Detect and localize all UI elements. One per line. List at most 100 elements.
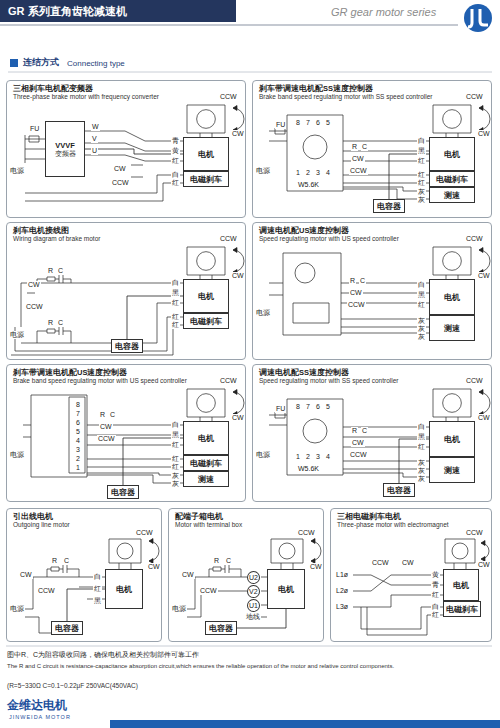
wire-label: 黑: [417, 147, 426, 155]
motor-box: 电机: [183, 421, 229, 455]
wire-label: R: [51, 557, 58, 565]
motor-box: 电机: [183, 279, 229, 313]
wire-label: C: [359, 277, 366, 285]
page-label: 连结方式: [22, 57, 60, 68]
brake-box: 电磁刹车: [429, 171, 475, 187]
panel-box: 刹车带调速电机配US速度控制器Brake band speed regulati…: [6, 364, 246, 502]
tacho-box: 测速: [429, 457, 475, 483]
wire-label: 8: [295, 403, 301, 411]
wire-label: C: [57, 267, 64, 275]
wire-label: CCW: [349, 451, 368, 459]
gearbox: [271, 539, 303, 569]
node-text: 电机: [444, 293, 460, 302]
gearbox: [187, 105, 225, 139]
wire-label: CW: [231, 414, 245, 422]
wire-label: CW: [113, 165, 127, 173]
node-text: 电容器: [387, 486, 411, 495]
tacho-box: 测速: [183, 471, 229, 487]
panel-title: 三相刹车电机配变频器: [13, 84, 239, 93]
wire-label: CW: [231, 130, 245, 138]
wire-label: CW: [477, 561, 491, 569]
wire-label: 红: [171, 441, 180, 449]
wire-label: 4: [75, 437, 81, 445]
wire-label: C: [361, 143, 368, 151]
rotation-arrow: [479, 108, 490, 130]
wire-label: 白: [171, 421, 180, 429]
wire-label: 白: [93, 573, 102, 581]
panel-title: 刹车电机接线图: [13, 226, 239, 235]
logo-circle: [464, 4, 492, 32]
node-text: 电机: [444, 435, 460, 444]
inverter-box: VVVF变频器: [45, 121, 85, 177]
panel-subtitle: Brake band speed regulating motor with U…: [13, 377, 209, 385]
wire-label: CW: [309, 563, 323, 571]
wiring: [11, 275, 183, 355]
panel-title: 调速电机配US速度控制器: [259, 226, 485, 235]
panel-box: 调速电机配US速度控制器Speed regulating motor with …: [252, 222, 492, 360]
node-text: 电机: [278, 585, 294, 594]
wire-label: C: [225, 557, 232, 565]
capacitor-box: 电容器: [111, 339, 143, 353]
wire-label: 7: [305, 119, 311, 127]
panel-box: 刹车带调速电机配SS速度控制器Brake band speed regulati…: [252, 80, 492, 218]
wire-label: CW: [231, 272, 245, 280]
node-text: 电磁刹车: [190, 175, 222, 184]
page-label: 金维达电机: [6, 698, 68, 712]
capacitor-box: 电容器: [383, 483, 415, 497]
rotation-arrow: [479, 250, 490, 272]
node-text: 电容器: [115, 342, 139, 351]
wire-label: CCW: [25, 303, 44, 311]
wire-label: CCW: [465, 93, 484, 101]
wire-label: 灰: [417, 325, 426, 333]
wire-label: 5: [325, 119, 331, 127]
panel-title: 调速电机配SS速度控制器: [259, 368, 485, 377]
arrow-head: [149, 539, 153, 564]
wire-label: R: [47, 319, 54, 327]
wire-label: CCW: [347, 301, 366, 309]
wire-label: 8: [75, 401, 81, 409]
node-text: 电机: [198, 292, 214, 301]
wire-label: 1: [75, 464, 81, 472]
wire-label: 黑: [171, 431, 180, 439]
node-text: 电磁刹车: [436, 175, 468, 184]
gearbox: [433, 105, 471, 139]
wire-label: CCW: [135, 529, 154, 537]
wire-label: 3: [75, 446, 81, 454]
wire-label: 8: [295, 119, 301, 127]
wire-label: 黑: [417, 433, 426, 441]
wire-label: L3ø: [335, 603, 349, 611]
wire-connector: [127, 296, 183, 339]
wiring: [187, 565, 267, 617]
wire-label: R: [351, 427, 358, 435]
panel-subtitle: Motor with terminal box: [175, 521, 287, 529]
wire-label: 白: [171, 279, 180, 287]
wire-label: CW: [147, 563, 161, 571]
wire-label: R: [351, 143, 358, 151]
wire-label: 白: [417, 423, 426, 431]
capacitor-box: 电容器: [205, 621, 237, 635]
motor-box: 电机: [429, 279, 475, 315]
wire-label: L2ø: [335, 587, 349, 595]
gearbox: [433, 389, 471, 423]
wire-label: 5: [75, 428, 81, 436]
wire-label: 白: [417, 137, 426, 145]
panel-box: 刹车电机接线图Wiring diagram of brake motor电机电磁…: [6, 222, 246, 360]
wire-label: CW: [477, 414, 491, 422]
wire-label: 青: [431, 581, 440, 589]
panel-title: 刹车带调速电机配US速度控制器: [13, 368, 239, 377]
node-text: 电机: [198, 150, 214, 159]
motor-box: 电机: [429, 421, 475, 457]
wire-label: 电源: [9, 451, 25, 459]
wire-label: 2: [305, 169, 311, 177]
wire-label: 黄: [431, 571, 440, 579]
rotation-arrow: [233, 108, 244, 130]
wire-label: 红: [417, 157, 426, 165]
wire-label: 4: [325, 169, 331, 177]
wire-connector: [85, 149, 183, 154]
rotation-arrow: [149, 541, 159, 561]
arrow-head: [479, 106, 483, 133]
wire-label: 6: [75, 419, 81, 427]
wire-label: FU: [29, 125, 40, 133]
wire-label: C: [63, 557, 70, 565]
rotation-arrow: [311, 541, 321, 561]
